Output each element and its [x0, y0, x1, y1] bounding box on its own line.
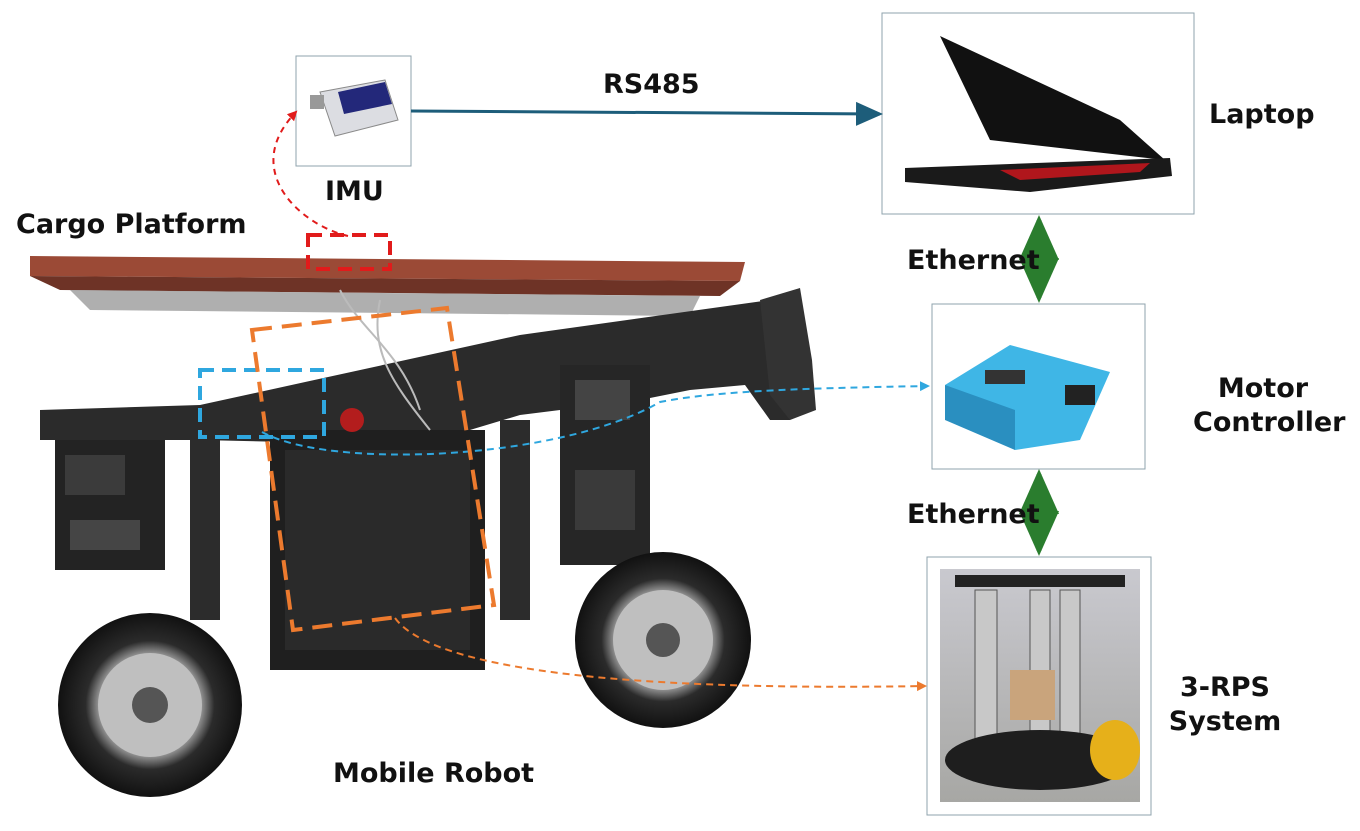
cargo-platform-label: Cargo Platform: [16, 209, 247, 240]
rs485-arrow: [410, 101, 883, 126]
motor-controller-label-line2: Controller: [1193, 407, 1346, 438]
imu-link-arrow: [272, 110, 349, 237]
laptop-picture: [881, 12, 1195, 215]
rps-system-picture: [926, 556, 1152, 816]
rps-link-arrow: [394, 617, 927, 692]
motor-controller-label-line1: Motor: [1217, 373, 1309, 404]
rps-label-line2: System: [1168, 706, 1282, 737]
controller-location-marker: [198, 368, 326, 439]
controller-link-arrow: [261, 381, 930, 456]
motor-controller-picture: [931, 303, 1146, 470]
rps-label-line1: 3-RPS: [1179, 672, 1271, 703]
imu-location-marker: [306, 233, 392, 271]
mobile-robot-label: Mobile Robot: [333, 758, 535, 789]
ethernet-label-bottom: Ethernet: [907, 499, 1040, 530]
rps-location-marker: [249, 305, 497, 633]
imu-label: IMU: [325, 176, 384, 207]
ethernet-label-top: Ethernet: [907, 245, 1040, 276]
mobile-robot-illustration: [30, 256, 816, 797]
laptop-label: Laptop: [1209, 99, 1315, 130]
imu-device-picture: [295, 55, 412, 167]
rs485-label: RS485: [603, 69, 700, 100]
